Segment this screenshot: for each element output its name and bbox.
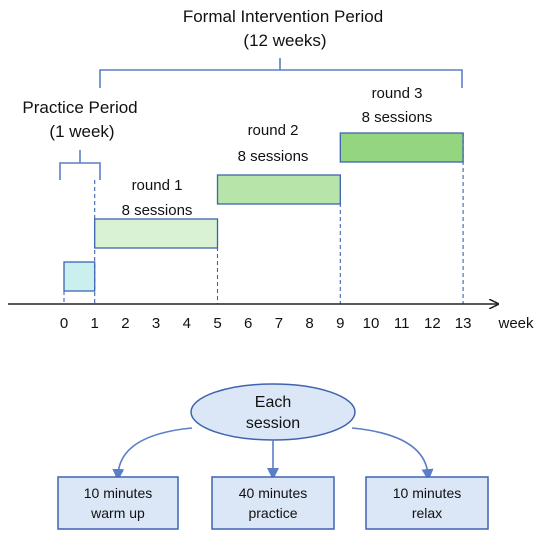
practice-box (211, 476, 335, 530)
week-tick-13: 13 (455, 315, 472, 332)
round-1-sessions: 8 sessions (122, 202, 193, 219)
week-tick-6: 6 (244, 315, 252, 332)
round-1-bar (94, 218, 219, 249)
formal-period-title: Formal Intervention Period (183, 7, 383, 26)
week-tick-3: 3 (152, 315, 160, 332)
week-tick-9: 9 (336, 315, 344, 332)
week-tick-8: 8 (305, 315, 313, 332)
each-session-line1: Each (255, 394, 291, 411)
formal-period-duration: (12 weeks) (243, 31, 326, 50)
formal-period-bracket (99, 58, 463, 88)
warm-up-box (57, 476, 179, 530)
practice-period-duration: (1 week) (49, 122, 114, 141)
practice-label: practice (248, 505, 297, 521)
relax-box (365, 476, 489, 530)
warm-up-duration: 10 minutes (84, 485, 152, 501)
warm-up-label: warm up (90, 505, 145, 521)
each-session-line2: session (246, 415, 300, 432)
arrow-to-relax (351, 427, 434, 481)
week-tick-4: 4 (183, 315, 191, 332)
week-tick-7: 7 (275, 315, 283, 332)
week-tick-1: 1 (91, 315, 99, 332)
practice-period-title: Practice Period (22, 98, 137, 117)
round-2-label: round 2 (248, 122, 299, 139)
week-tick-11: 11 (394, 315, 410, 332)
round-3-bar (339, 132, 464, 163)
practice-bar (63, 261, 96, 292)
axis-unit-label: week (497, 315, 534, 332)
relax-duration: 10 minutes (393, 485, 461, 501)
week-tick-10: 10 (363, 315, 380, 332)
practice-duration: 40 minutes (239, 485, 307, 501)
round-2-bar (216, 174, 341, 205)
practice-period-bracket (59, 150, 101, 180)
week-tick-12: 12 (424, 315, 441, 332)
round-1-label: round 1 (132, 177, 183, 194)
round-3-label: round 3 (372, 85, 423, 102)
week-tick-0: 0 (60, 315, 68, 332)
arrow-to-warm-up (112, 427, 193, 481)
week-tick-2: 2 (121, 315, 129, 332)
round-2-sessions: 8 sessions (238, 148, 309, 165)
round-3-sessions: 8 sessions (362, 109, 433, 126)
week-tick-5: 5 (213, 315, 221, 332)
relax-label: relax (412, 505, 442, 521)
